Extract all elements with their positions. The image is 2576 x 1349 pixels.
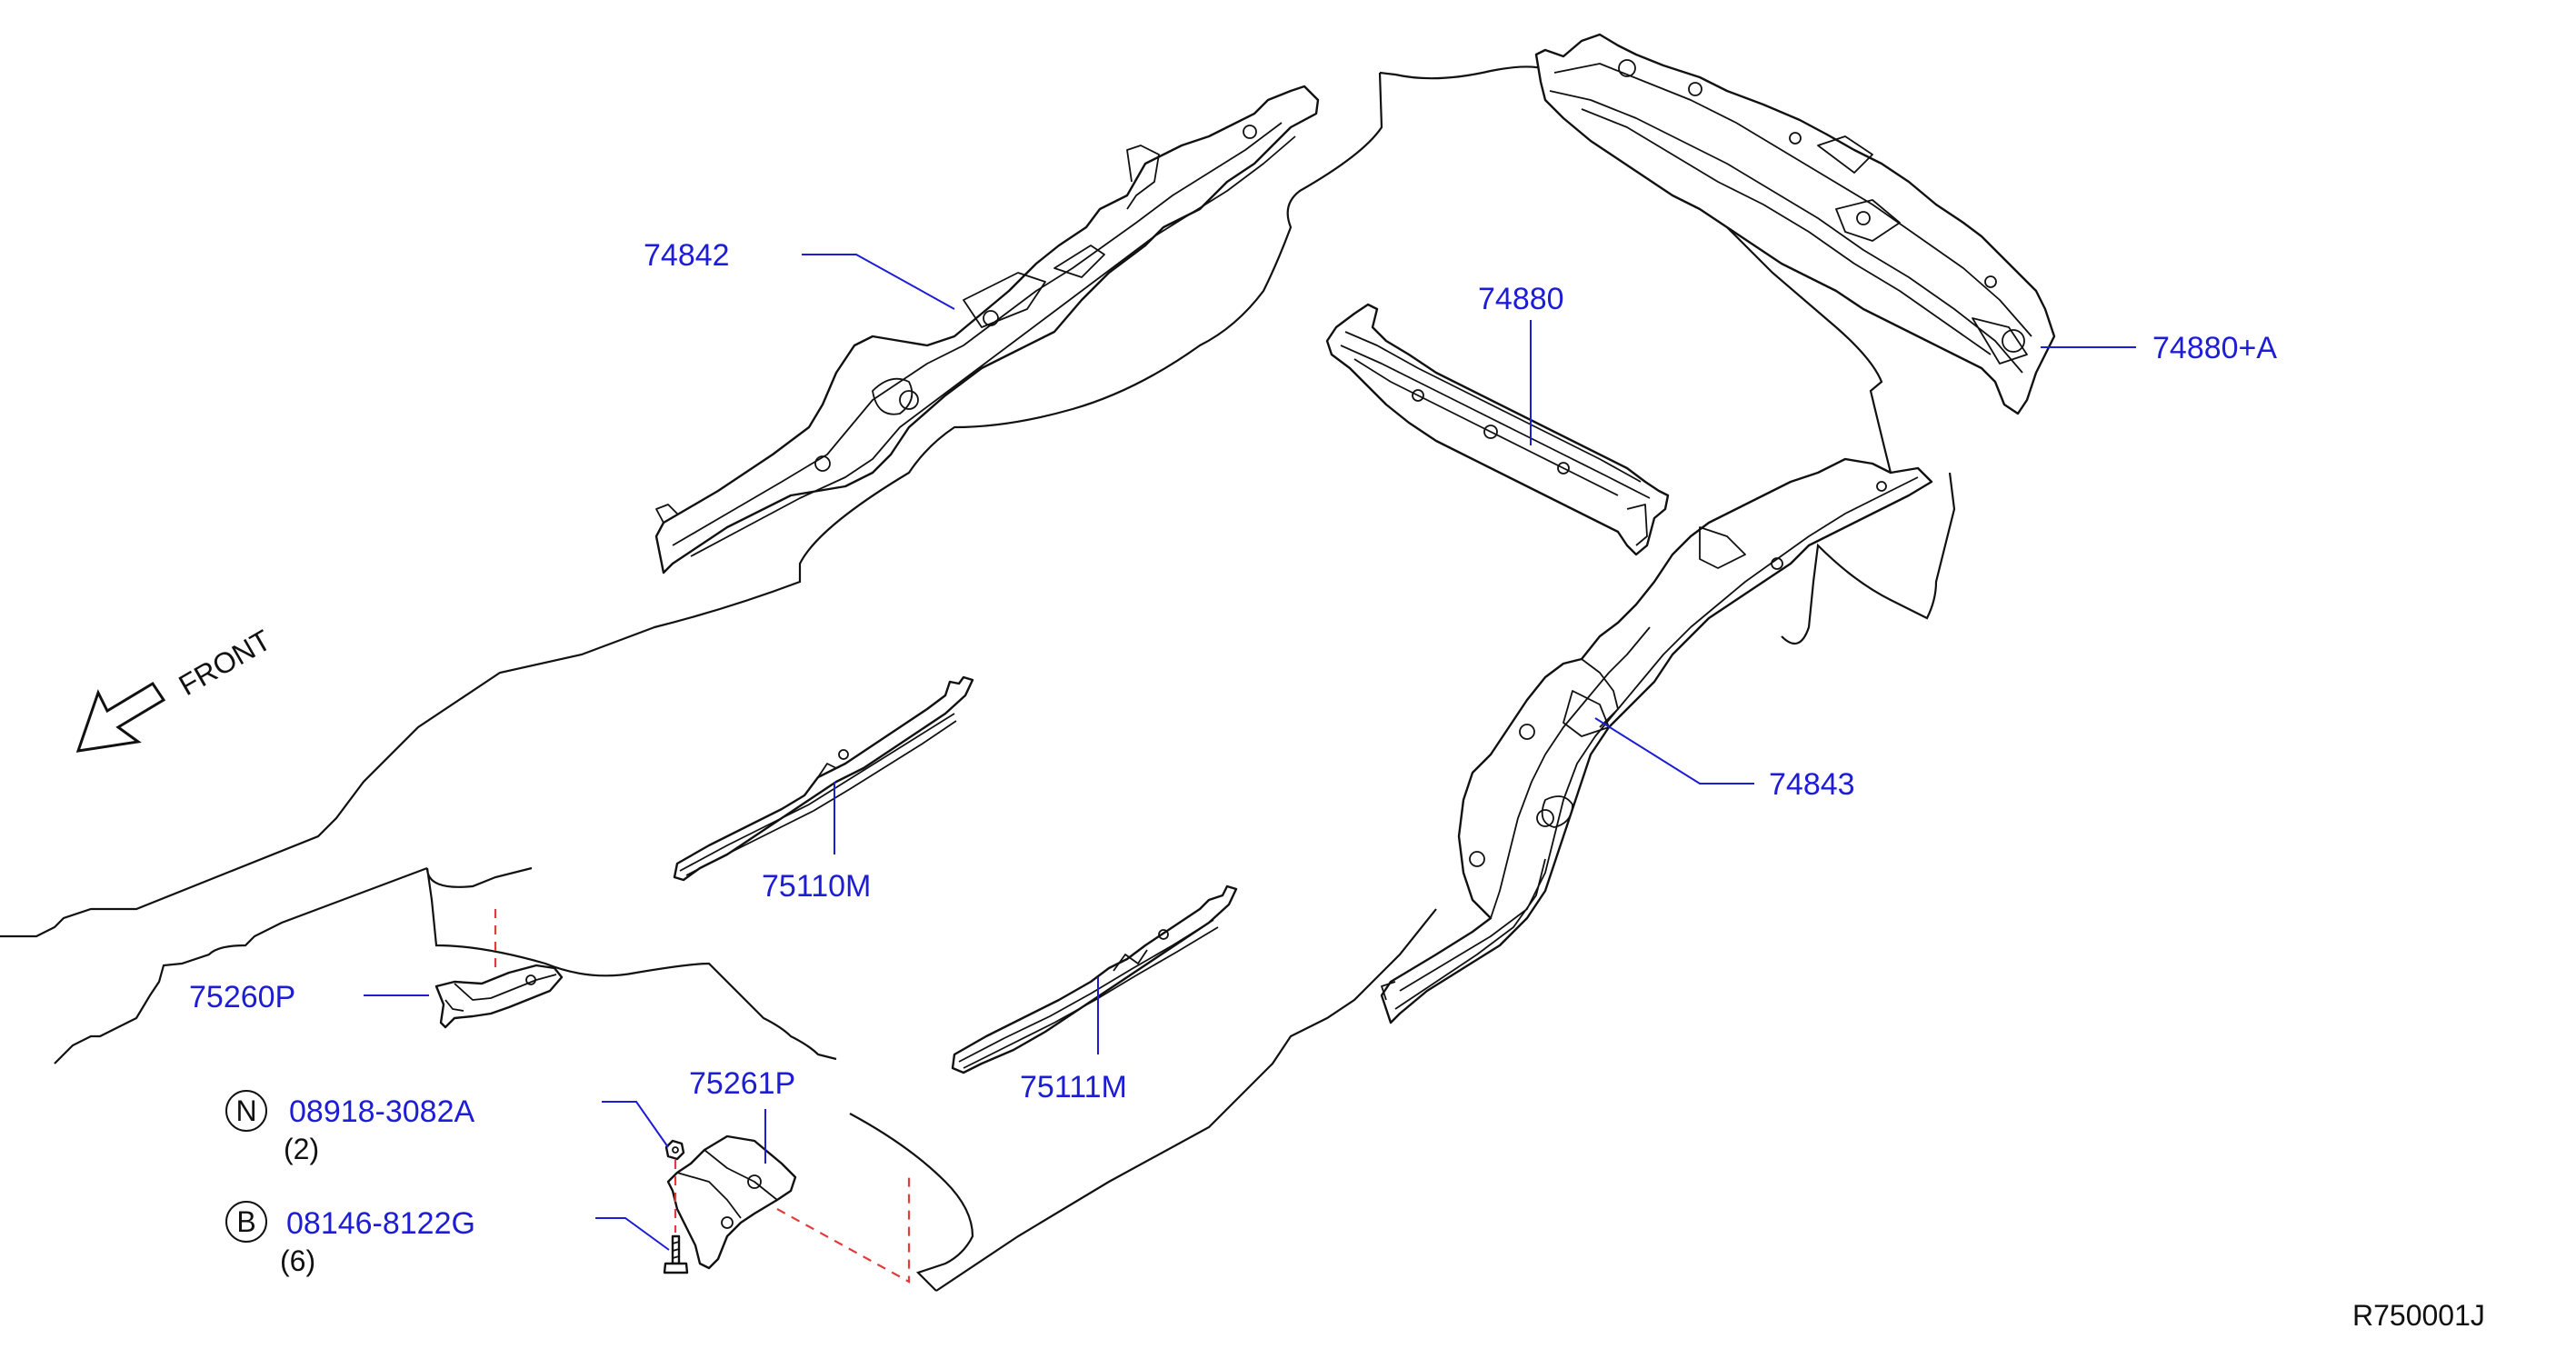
part-75111M-inner-sill bbox=[951, 884, 1238, 1074]
label-75110M: 75110M bbox=[762, 869, 871, 904]
leader-lines bbox=[364, 254, 2136, 1251]
label-75260P: 75260P bbox=[189, 980, 295, 1014]
part-74880A-rear-cross-member bbox=[1534, 33, 2056, 415]
bolt-icon bbox=[663, 1234, 689, 1274]
fastener-symbol: B bbox=[236, 1205, 255, 1238]
fastener-symbol: N bbox=[235, 1094, 256, 1127]
nut-icon bbox=[664, 1139, 685, 1161]
fastener-part-number: 08918-3082A bbox=[289, 1094, 475, 1129]
diagram-code: R750001J bbox=[2352, 1299, 2485, 1332]
fastener-quantity: (2) bbox=[284, 1133, 319, 1165]
floor-panel-outline bbox=[0, 65, 1956, 1292]
fastener-part-number: 08146-8122G bbox=[286, 1206, 475, 1241]
fastener-callout-bolt: B 08146-8122G (6) bbox=[225, 1201, 475, 1277]
front-direction-indicator: FRONT bbox=[75, 624, 276, 753]
alignment-dashed-lines bbox=[494, 909, 911, 1284]
symbol-circle-icon bbox=[225, 1090, 267, 1132]
front-arrow-icon bbox=[75, 681, 166, 753]
part-74880-center-cross-member bbox=[1325, 303, 1670, 556]
label-74880A: 74880+A bbox=[2152, 331, 2277, 365]
part-75110M-inner-sill bbox=[673, 675, 974, 882]
part-75261P-bracket bbox=[663, 1134, 797, 1274]
label-75261P: 75261P bbox=[689, 1066, 795, 1101]
part-75260P-bracket bbox=[434, 964, 564, 1029]
part-labels: 74842 74880 74880+A 74843 75110M 75111M … bbox=[189, 238, 2277, 1104]
part-74843-side-member-right bbox=[1380, 457, 1933, 1024]
label-74842: 74842 bbox=[644, 238, 730, 273]
front-label: FRONT bbox=[174, 624, 276, 702]
part-74842-front-side-member-left bbox=[654, 85, 1320, 575]
label-74880: 74880 bbox=[1478, 282, 1564, 316]
fastener-callout-nut: N 08918-3082A (2) bbox=[225, 1090, 475, 1165]
label-75111M: 75111M bbox=[1020, 1070, 1127, 1104]
fastener-quantity: (6) bbox=[280, 1244, 315, 1277]
label-74843: 74843 bbox=[1769, 767, 1855, 802]
symbol-circle-icon bbox=[225, 1201, 267, 1243]
